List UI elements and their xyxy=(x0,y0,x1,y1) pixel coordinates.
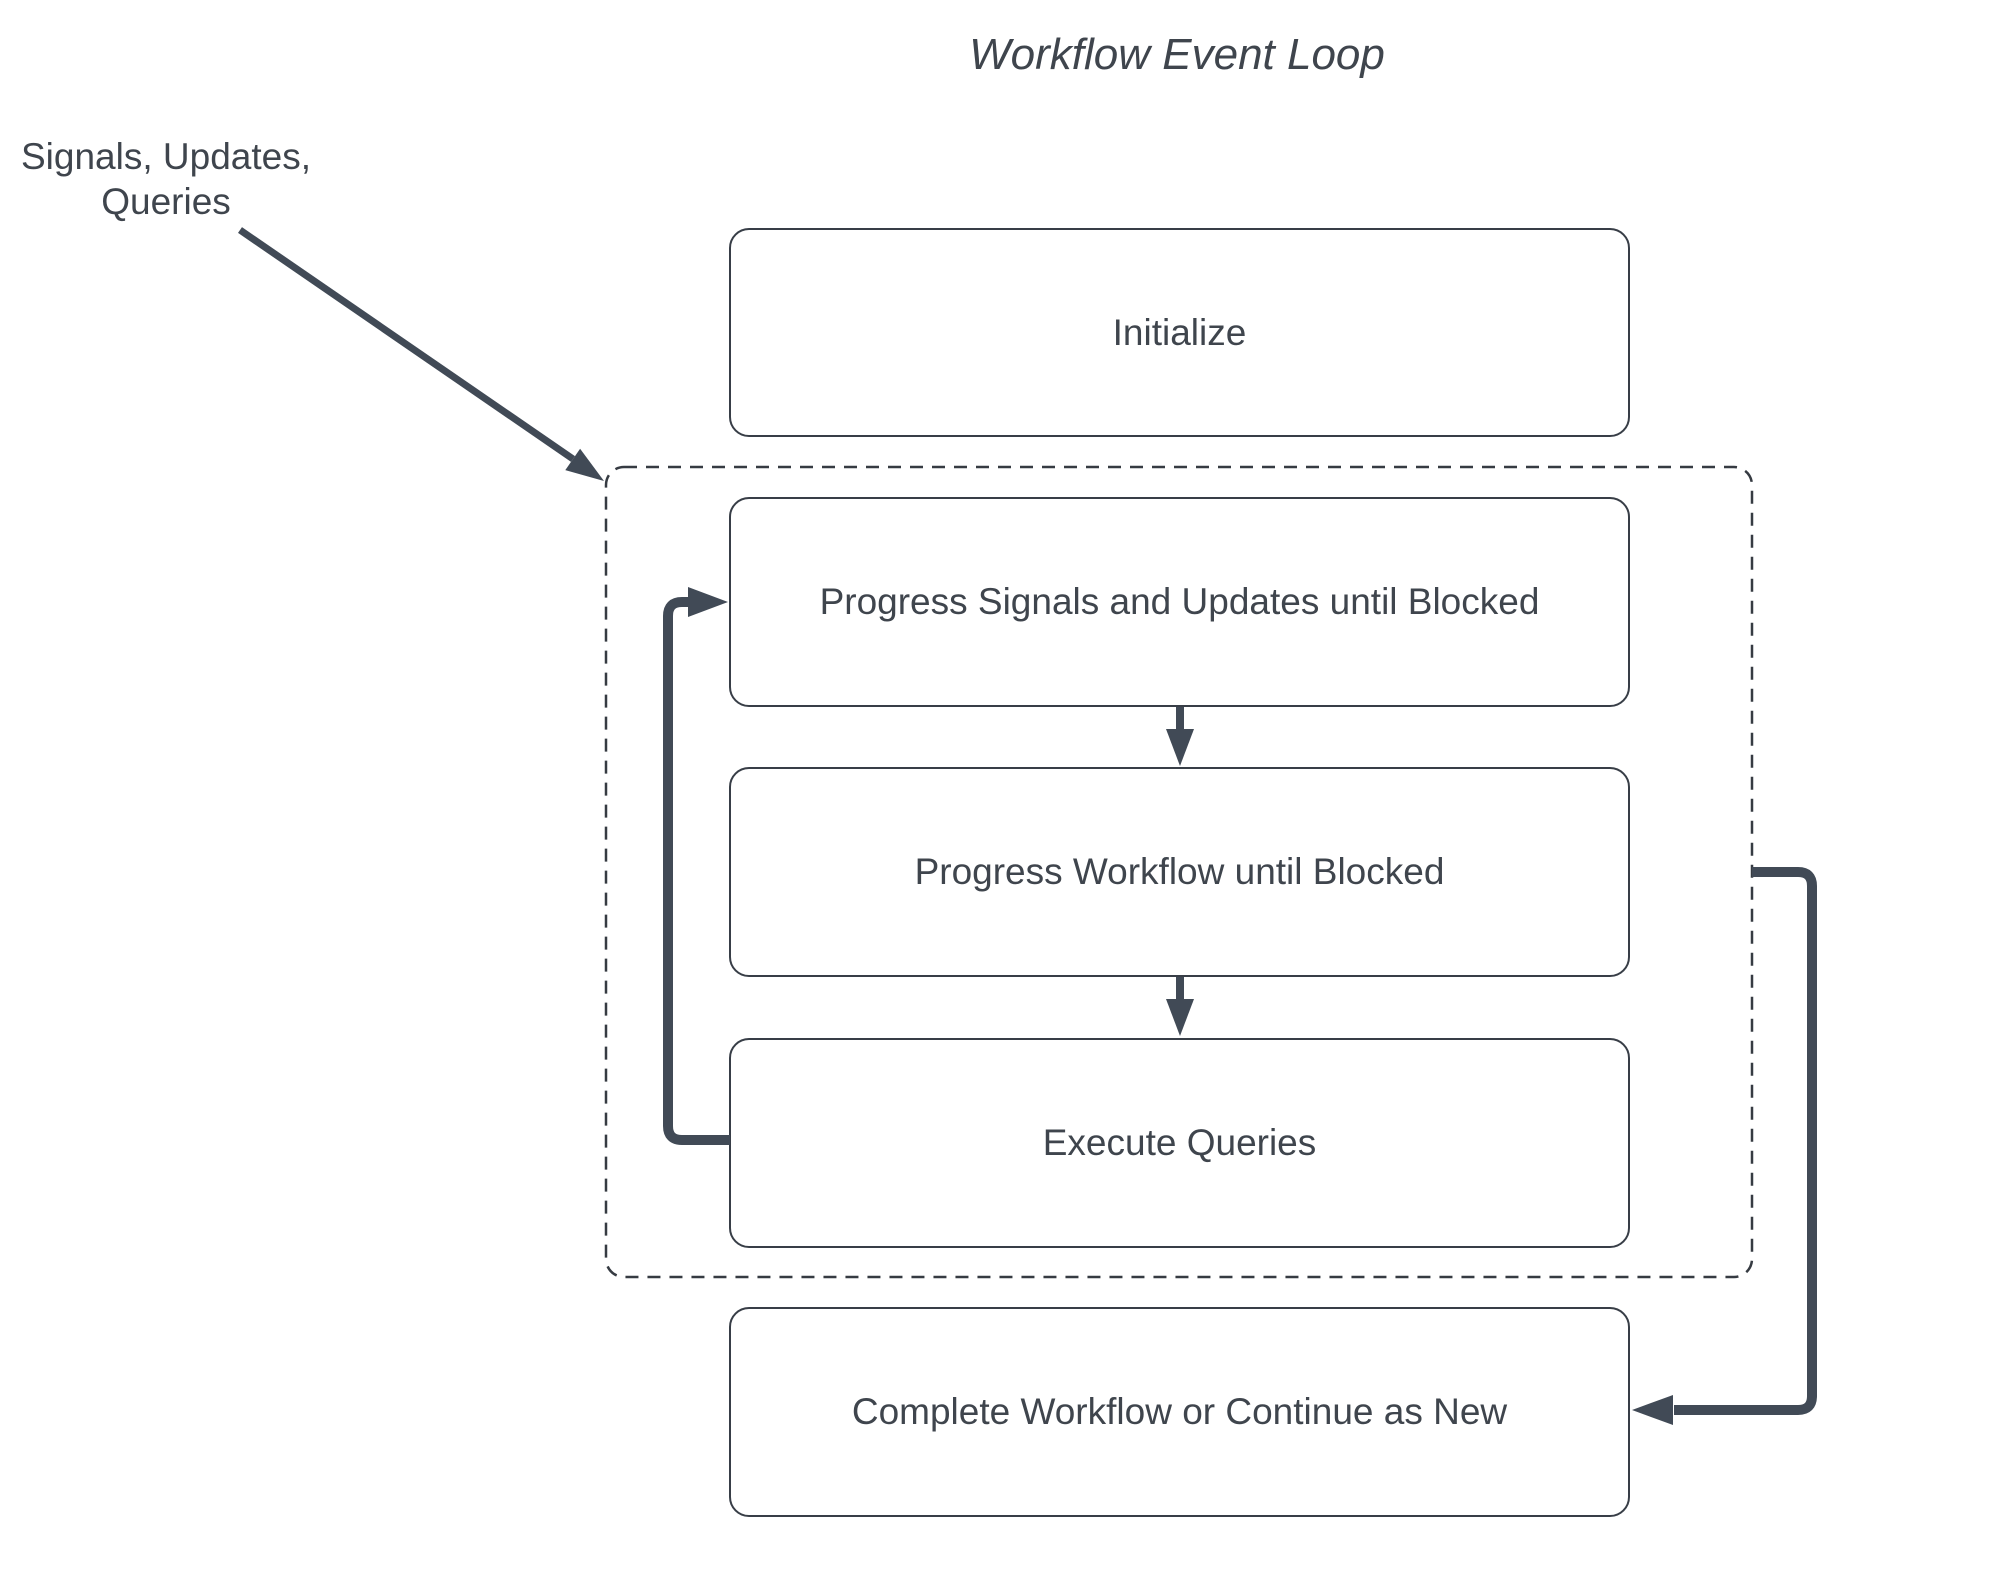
node-initialize: Initialize xyxy=(729,228,1630,437)
edge-queries-to-signals-loopback xyxy=(663,587,730,1145)
node-progress-workflow: Progress Workflow until Blocked xyxy=(729,767,1630,977)
node-complete-label: Complete Workflow or Continue as New xyxy=(851,1391,1508,1432)
node-initialize-label: Initialize xyxy=(1112,311,1247,353)
node-progress-signals: Progress Signals and Updates until Block… xyxy=(729,497,1630,707)
edge-external-to-loop xyxy=(238,227,604,481)
edge-loop-to-complete xyxy=(1632,867,1817,1425)
node-progress-signals-label: Progress Signals and Updates until Block… xyxy=(819,581,1540,622)
node-execute-queries: Execute Queries xyxy=(729,1038,1630,1248)
edge-workflow-to-queries-arrow xyxy=(1166,977,1194,1036)
external-input-label: Signals, Updates, Queries xyxy=(20,136,311,223)
node-progress-workflow-label: Progress Workflow until Blocked xyxy=(914,851,1445,892)
node-execute-queries-label: Execute Queries xyxy=(1042,1122,1317,1163)
node-complete: Complete Workflow or Continue as New xyxy=(729,1307,1630,1517)
edge-signals-to-workflow-arrow xyxy=(1166,707,1194,766)
diagram-title: Workflow Event Loop xyxy=(969,30,1385,79)
